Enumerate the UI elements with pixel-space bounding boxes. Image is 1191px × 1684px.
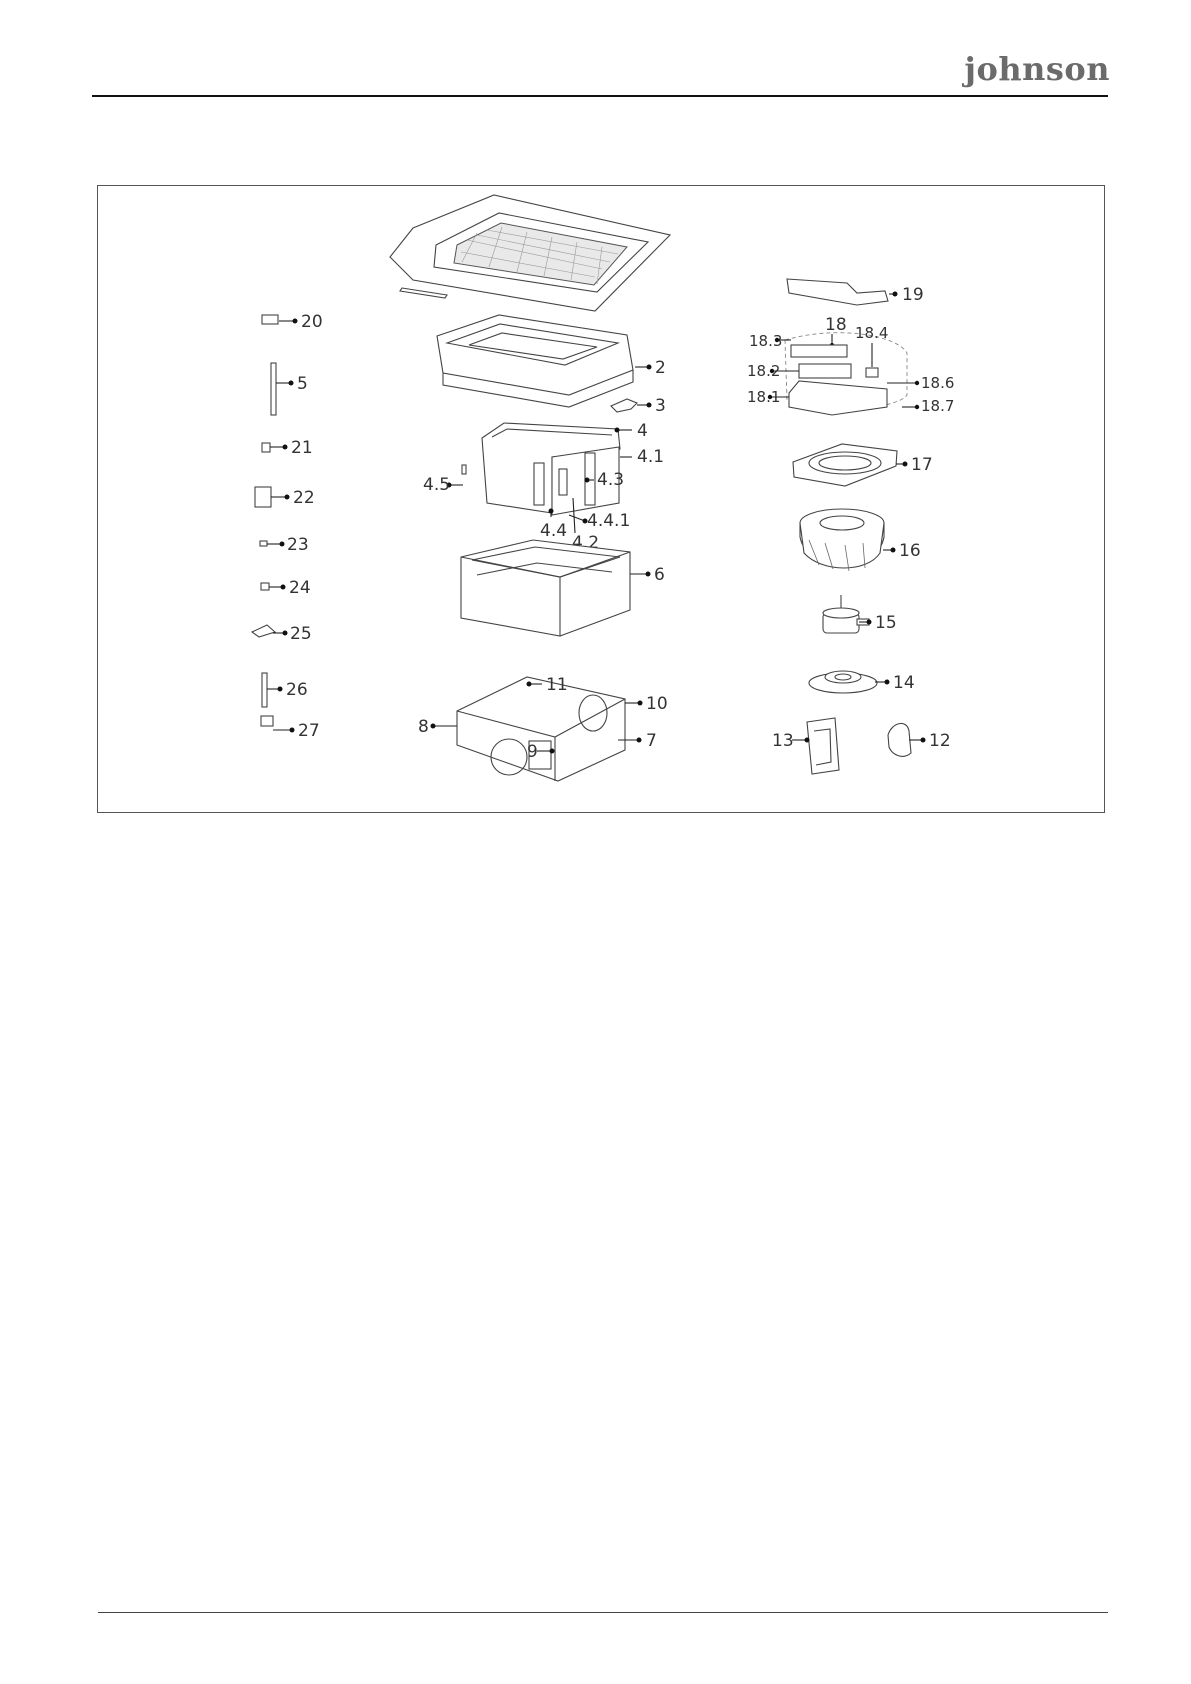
callout-4-1: 4.1 (637, 447, 664, 467)
part-2-frame (437, 315, 633, 407)
callout-19: 19 (902, 285, 924, 305)
exploded-view-diagram: 2 3 4 4.1 4.3 4.4 4.2 4.4.1 4.5 6 (97, 185, 1105, 813)
part-4-coil (482, 423, 620, 515)
part-3-bracket (611, 399, 637, 412)
part-12-plate (888, 723, 911, 756)
front-panel (390, 195, 670, 311)
callout-4-5: 4.5 (423, 475, 450, 495)
callout-14: 14 (893, 673, 915, 693)
callout-18-7: 18.7 (921, 397, 954, 415)
callout-5: 5 (297, 374, 308, 394)
part-14-motor-mount (809, 671, 877, 693)
part-15-motor (823, 595, 869, 633)
callout-25: 25 (290, 624, 312, 644)
callout-10: 10 (646, 694, 668, 714)
callout-11: 11 (546, 675, 568, 695)
callout-4-4: 4.4 (540, 521, 567, 541)
brand-logo: johnson (900, 50, 1110, 88)
callout-22: 22 (293, 488, 315, 508)
callout-8: 8 (418, 717, 429, 737)
part-17-shroud (793, 444, 897, 486)
callout-9: 9 (527, 742, 538, 762)
callout-27: 27 (298, 721, 320, 741)
part-7-chassis (457, 677, 625, 781)
part-6-drain-pan (461, 540, 630, 636)
callout-26: 26 (286, 680, 308, 700)
callout-20: 20 (301, 312, 323, 332)
callout-4: 4 (637, 421, 648, 441)
callout-7: 7 (646, 731, 657, 751)
callout-12: 12 (929, 731, 951, 751)
callout-6: 6 (654, 565, 665, 585)
callout-23: 23 (287, 535, 309, 555)
callout-24: 24 (289, 578, 311, 598)
callout-17: 17 (911, 455, 933, 475)
callout-18: 18 (825, 315, 847, 335)
callout-18-6: 18.6 (921, 374, 954, 392)
callout-3: 3 (655, 396, 666, 416)
callout-21: 21 (291, 438, 313, 458)
callout-13: 13 (772, 731, 794, 751)
callout-4-4-1: 4.4.1 (587, 511, 630, 531)
part-13-bracket (807, 718, 839, 774)
callout-4-3: 4.3 (597, 470, 624, 490)
callout-16: 16 (899, 541, 921, 561)
callout-2: 2 (655, 358, 666, 378)
footer-rule (98, 1612, 1108, 1613)
callout-18-4: 18.4 (855, 324, 888, 342)
callout-15: 15 (875, 613, 897, 633)
header-rule (92, 95, 1108, 97)
part-16-fan (800, 509, 884, 571)
